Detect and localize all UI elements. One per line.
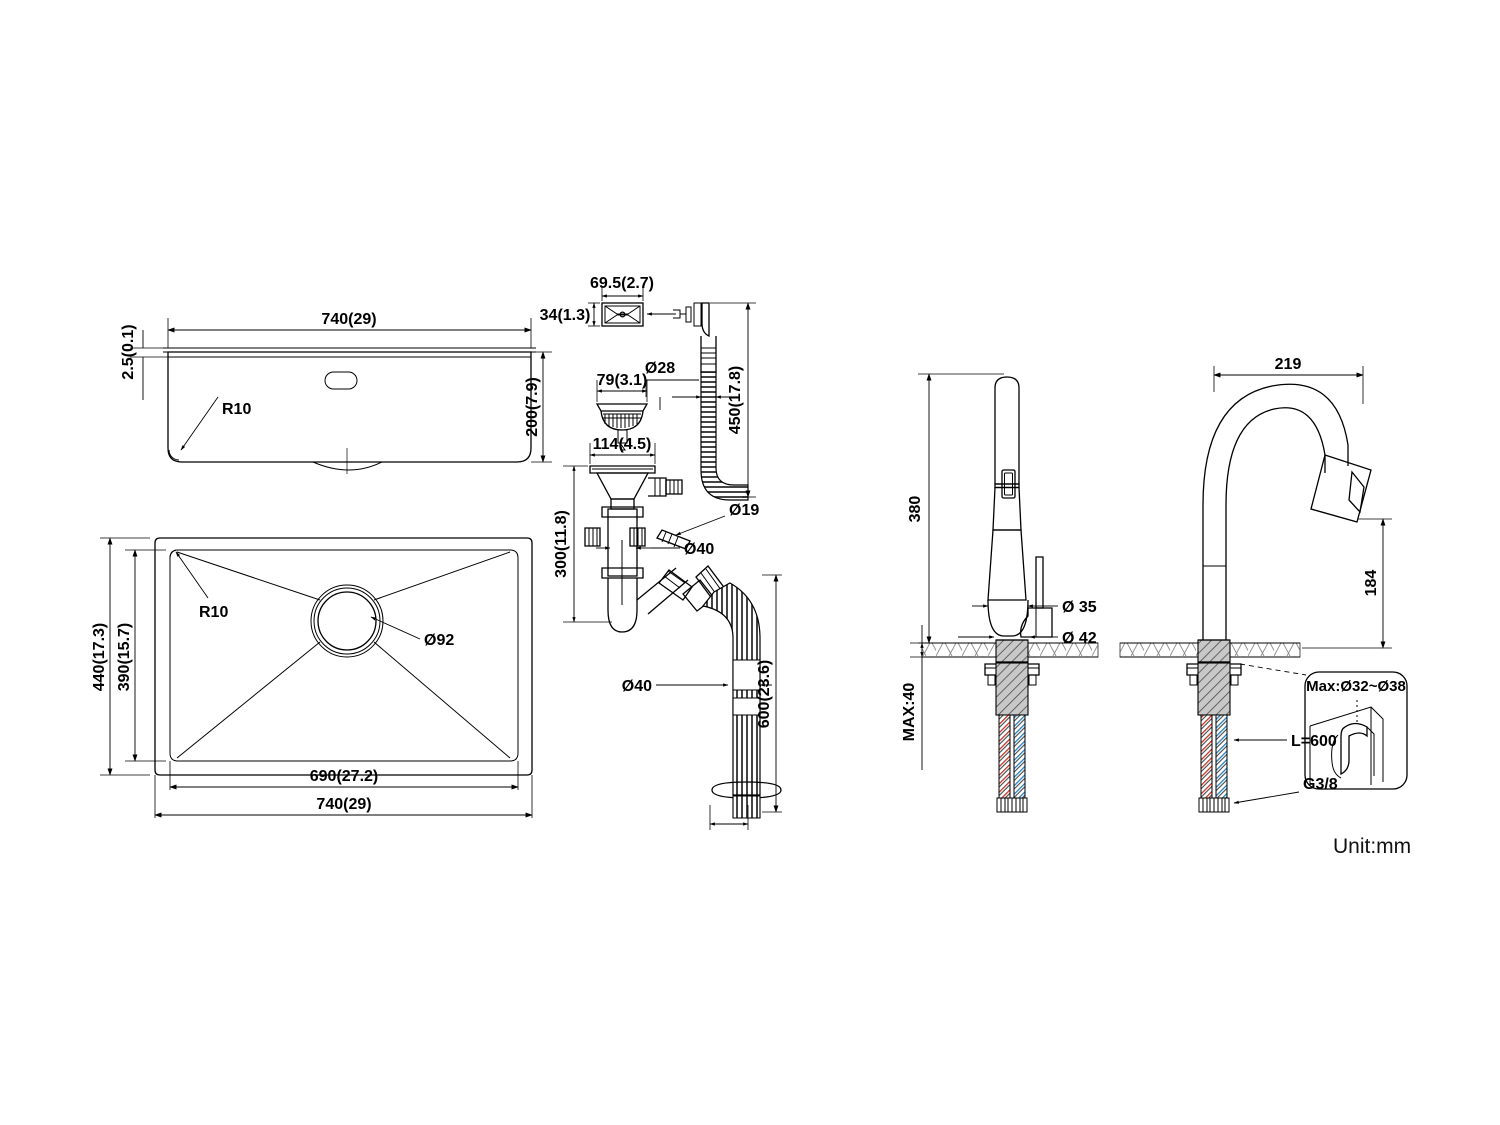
dim-sink-plan-inner-height: 390(15.7) <box>116 623 133 692</box>
dim-overflow-hose-dia: Ø28 <box>645 360 675 377</box>
faucet-side-elevation-view: 219 184 L=600 G3/8 <box>1119 356 1392 813</box>
dim-faucet-height: 380 <box>907 496 924 523</box>
dim-sink-plan-radius: R10 <box>199 604 228 621</box>
dim-waste-hose-length: 600(23.6) <box>756 660 773 729</box>
dim-sink-front-width: 740(29) <box>321 311 376 328</box>
dim-nipple-dia: Ø19 <box>729 502 759 519</box>
dim-spout-reach: 219 <box>1275 356 1302 373</box>
dim-drain-stack-height: 300(11.8) <box>553 510 570 578</box>
drain-assembly-view: 69.5(2.7) 34(1.3) Ø28 450(17.8) <box>540 275 782 830</box>
dim-sink-front-depth: 200(7.9) <box>524 377 541 437</box>
dim-tee-dia: Ø40 <box>684 541 714 558</box>
dim-sink-plan-outer-width: 740(29) <box>316 796 371 813</box>
dim-hose-length: L=600 <box>1291 733 1337 750</box>
dim-sink-front-rim: 2.5(0.1) <box>120 324 137 379</box>
mounting-hole-detail-callout: Max:Ø32~Ø38 <box>1239 663 1408 790</box>
dim-spout-body-dia: Ø 35 <box>1062 599 1097 616</box>
dim-sink-front-radius: R10 <box>222 401 251 418</box>
sink-front-elevation-view: 740(29) 2.5(0.1) 200(7.9) R10 <box>120 311 552 474</box>
sink-plan-view: 440(17.3) 390(15.7) R10 Ø92 690(27.2) 74… <box>91 537 533 818</box>
dim-overflow-hose-length: 450(17.8) <box>727 366 744 435</box>
faucet-front-elevation-view: 380 Ø 35 Ø 42 MAX:40 <box>901 373 1099 813</box>
dim-sink-plan-drain-dia: Ø92 <box>424 632 454 649</box>
dim-faucet-base-dia: Ø 42 <box>1062 630 1097 647</box>
unit-note: Unit:mm <box>1333 835 1411 858</box>
dim-spout-outlet-height: 184 <box>1363 570 1380 597</box>
dim-sink-plan-outer-height: 440(17.3) <box>91 623 108 692</box>
dim-overflow-cover-height: 34(1.3) <box>540 307 591 324</box>
dim-waste-hose-dia: Ø40 <box>622 678 652 695</box>
dim-strainer-basket-width: 79(3.1) <box>597 372 648 389</box>
dim-sink-plan-inner-width: 690(27.2) <box>310 768 379 785</box>
dim-flange-width: 114(4.5) <box>593 436 652 453</box>
dim-counter-thickness: MAX:40 <box>901 683 918 742</box>
dim-overflow-cover-width: 69.5(2.7) <box>590 275 654 292</box>
dim-mounting-hole-dia: Max:Ø32~Ø38 <box>1306 678 1406 695</box>
